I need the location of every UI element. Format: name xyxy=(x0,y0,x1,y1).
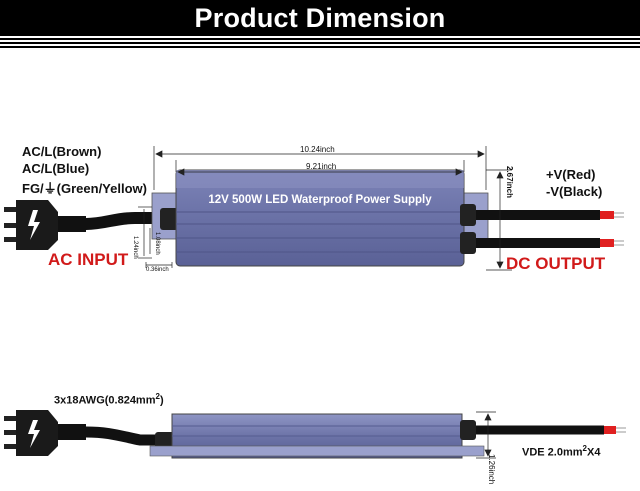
input-blue-label: AC/L(Blue) xyxy=(22,161,90,176)
input-ground-label: FG/⏚(Green/Yellow) xyxy=(22,181,147,196)
mount-hole-dim: 1.24inch xyxy=(132,236,138,259)
product-name-label: 12V 500W LED Waterproof Power Supply xyxy=(208,194,432,206)
ac-input-label: AC INPUT xyxy=(48,250,129,269)
output-cable-spec: VDE 2.0mm2X4 xyxy=(522,444,601,459)
dc-output-label: DC OUTPUT xyxy=(506,254,606,273)
title-banner: Product Dimension xyxy=(0,0,640,50)
width-dim: 2.67inch xyxy=(505,166,514,199)
dimension-lines xyxy=(138,146,512,271)
output-positive-label: +V(Red) xyxy=(546,167,596,182)
output-negative-label: -V(Black) xyxy=(546,184,603,199)
ac-plug-side-icon xyxy=(4,410,86,456)
ac-cable-side xyxy=(85,426,160,446)
input-brown-label: AC/L(Brown) xyxy=(22,144,102,159)
height-dim: 1.26inch xyxy=(487,454,496,485)
overall-length-dim: 10.24inch xyxy=(300,145,335,154)
page-title: Product Dimension xyxy=(194,3,446,33)
input-cable-spec: 3x18AWG(0.824mm2) xyxy=(54,392,164,407)
body-length-dim: 9.21inch xyxy=(306,162,337,171)
hole-spacing-dim: 1.08inch xyxy=(154,232,160,255)
ac-cable xyxy=(85,212,160,230)
flange-dim: 0.36inch xyxy=(146,267,169,273)
ac-plug-icon xyxy=(4,200,86,250)
output-gland-2 xyxy=(460,232,476,254)
output-gland-1 xyxy=(460,204,476,226)
